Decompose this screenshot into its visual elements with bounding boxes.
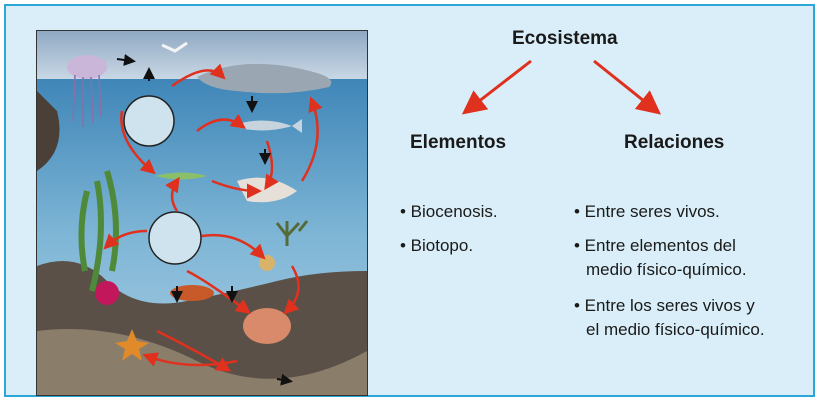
relaciones-item-3: • Entre los seres vivos y (574, 296, 755, 316)
branch-elementos: Elementos (410, 132, 506, 154)
relaciones-item-1: • Entre seres vivos. (574, 202, 720, 222)
root-concept: Ecosistema (512, 28, 618, 50)
elementos-item-biotopo: • Biotopo. (400, 236, 473, 256)
relaciones-item-2: • Entre elementos del (574, 236, 736, 256)
arrow-to-elementos (469, 61, 531, 109)
diagram-frame: Ecosistema Elementos Relaciones • Biocen… (4, 4, 815, 397)
arrow-to-relaciones (594, 61, 654, 109)
relaciones-item-3-cont: el medio físico-químico. (586, 320, 765, 340)
relaciones-item-2-cont: medio físico-químico. (586, 260, 747, 280)
branch-relaciones: Relaciones (624, 132, 724, 154)
elementos-item-biocenosis: • Biocenosis. (400, 202, 498, 222)
